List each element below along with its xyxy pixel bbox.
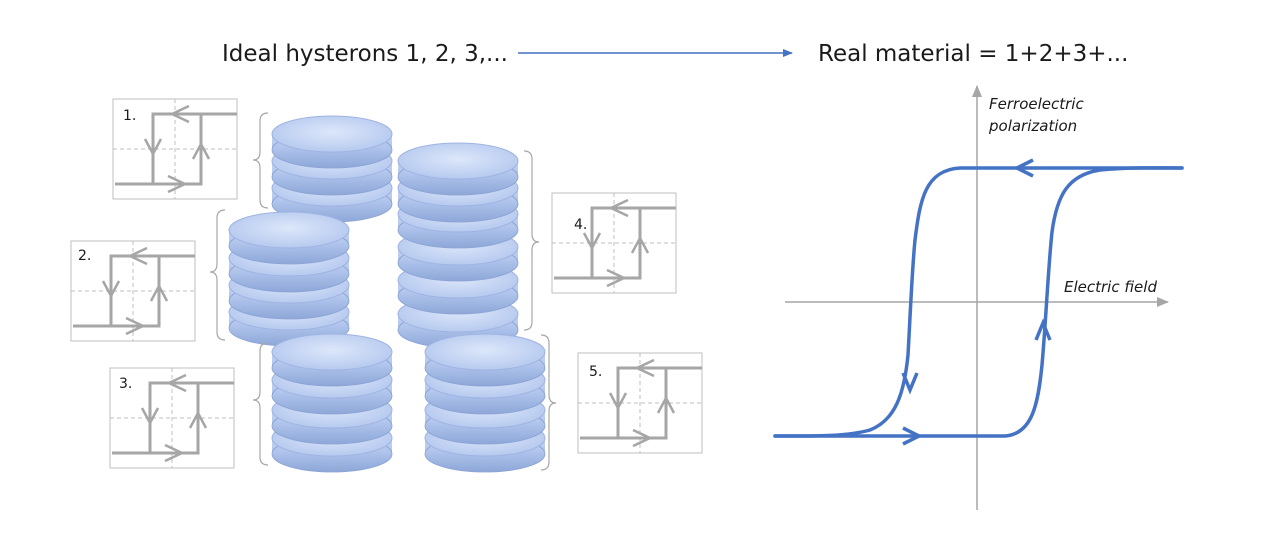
hysteresis-upper-branch <box>773 166 1184 438</box>
brace-5 <box>540 334 557 471</box>
hysteron-4-label: 4. <box>574 217 587 233</box>
loop-arrow-bottom <box>902 426 923 446</box>
hysteron-3-label: 3. <box>119 376 132 392</box>
loop-arrow-top <box>1013 158 1034 178</box>
hysteron-5: 5. <box>576 351 704 455</box>
hysterons-title: Ideal hysterons 1, 2, 3,... <box>222 41 508 67</box>
hysteresis-lower-branch <box>773 166 1184 438</box>
hysteron-2: 2. <box>69 239 197 343</box>
brace-2 <box>209 209 226 341</box>
hysteresis-graph: Ferroelectric polarization Electric fiel… <box>773 85 1184 510</box>
loop-arrow-left <box>901 372 919 395</box>
brace-4 <box>523 150 540 331</box>
hysteron-1: 1. <box>111 97 239 201</box>
hysteron-3: 3. <box>108 366 236 470</box>
disk-stack-4 <box>397 142 519 349</box>
disk-stack-3 <box>271 333 393 473</box>
disk-stack-5 <box>424 333 546 473</box>
hysteron-4: 4. <box>550 191 678 295</box>
hysteron-5-label: 5. <box>589 364 602 380</box>
y-axis-label-line1: Ferroelectric <box>989 95 1084 113</box>
real-material-title: Real material = 1+2+3+... <box>818 41 1128 67</box>
loop-arrow-right <box>1034 318 1052 341</box>
braces <box>209 112 557 471</box>
hysteron-1-label: 1. <box>123 108 136 124</box>
y-axis-label-line2: polarization <box>988 117 1077 135</box>
disk-stack-1 <box>271 115 393 223</box>
disk-stack-2 <box>228 211 350 347</box>
brace-3 <box>252 342 269 466</box>
brace-1 <box>252 112 269 209</box>
hysteron-2-label: 2. <box>78 248 91 264</box>
x-axis-label: Electric field <box>1064 278 1157 296</box>
